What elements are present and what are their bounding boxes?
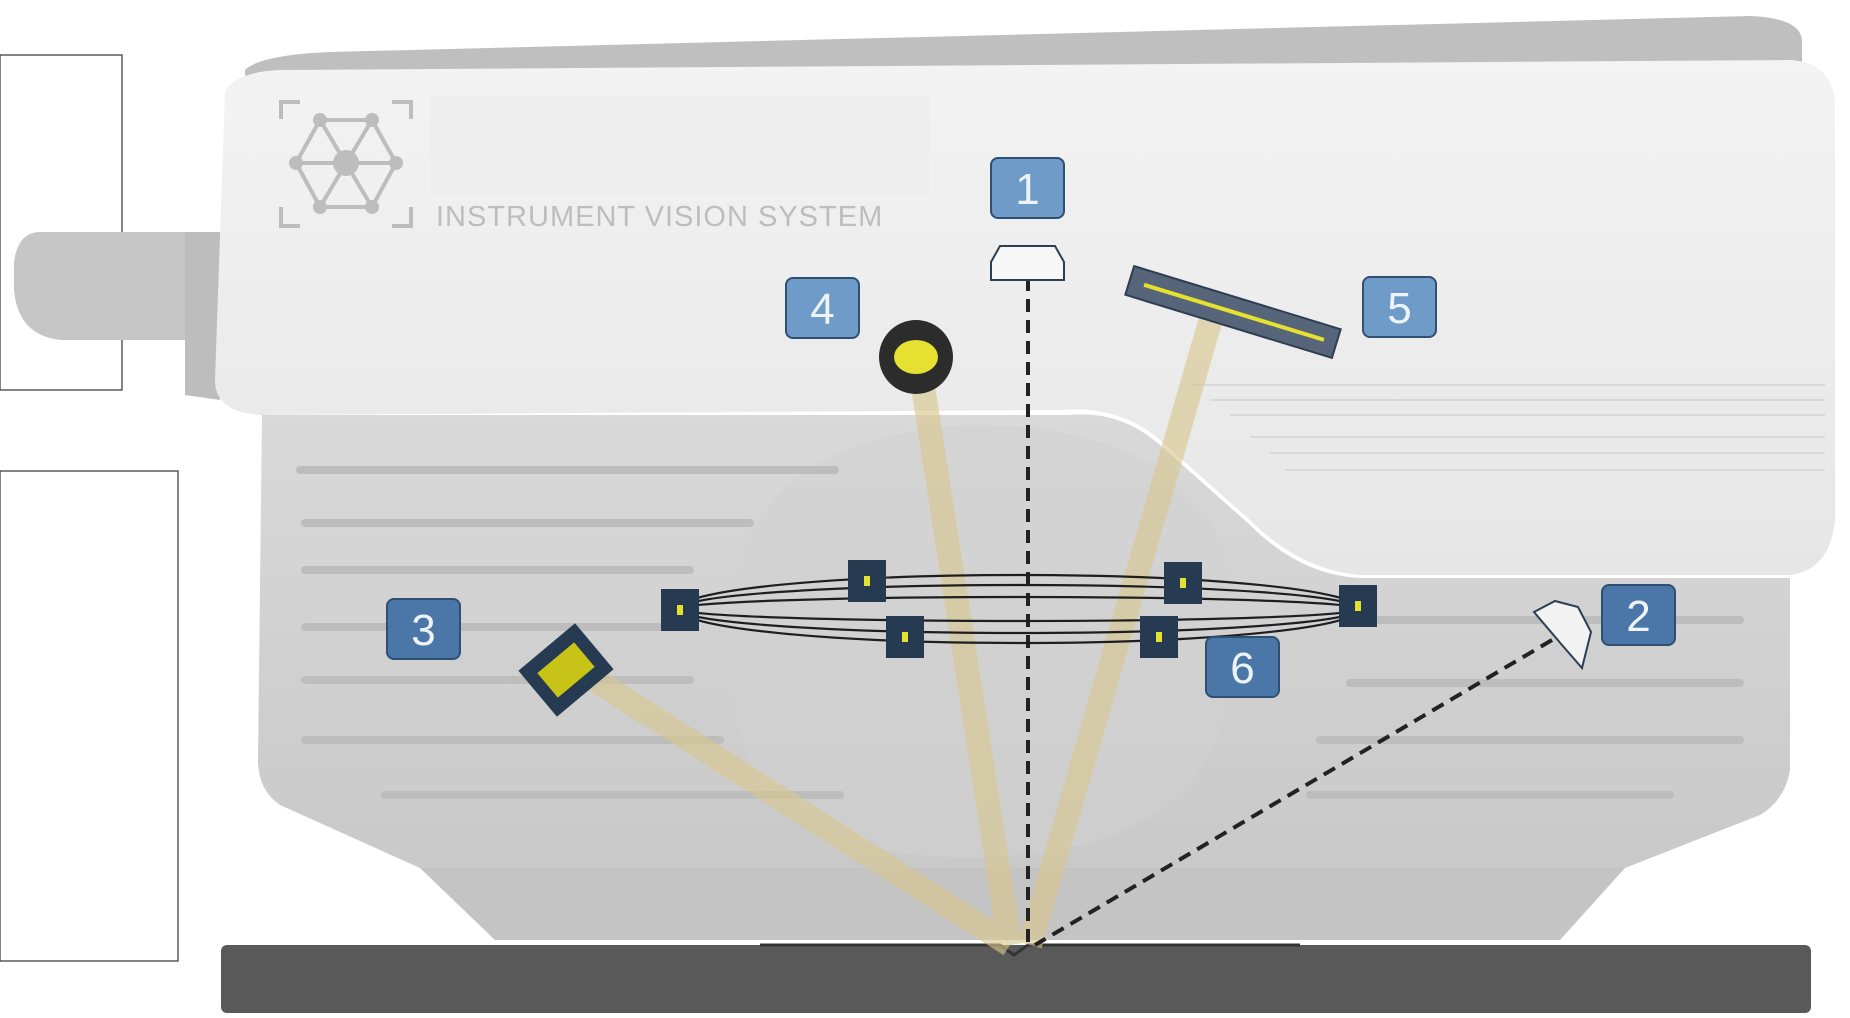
badge-4: 4	[785, 277, 860, 339]
outline-box-bottom	[0, 470, 179, 962]
camera-2-axis	[1033, 638, 1554, 947]
badge-2: 2	[1601, 584, 1676, 646]
light-beams	[588, 318, 1222, 956]
light-source-left-icon	[518, 623, 614, 717]
side-handle	[14, 232, 215, 340]
camera-top-icon	[990, 245, 1065, 281]
housing-chin	[420, 868, 1625, 940]
camera-side-icon	[1532, 599, 1593, 671]
beam-light-5	[1018, 318, 1222, 949]
badge-3-label: 3	[411, 606, 435, 655]
line-light-icon	[1124, 264, 1342, 360]
beam-light-3	[588, 669, 1017, 956]
badge-4-label: 4	[810, 285, 834, 334]
ring-light-icon	[661, 560, 1377, 658]
badge-2-label: 2	[1626, 592, 1650, 641]
badge-6-label: 6	[1230, 644, 1254, 693]
badge-6: 6	[1205, 636, 1280, 698]
badge-5: 5	[1362, 276, 1437, 338]
hexagon-network-icon	[279, 100, 413, 228]
ring-led	[661, 560, 1377, 658]
badge-1-label: 1	[1015, 165, 1039, 214]
brand-name: INSTRUMENT VISION SYSTEM	[436, 201, 883, 233]
badge-1: 1	[990, 157, 1065, 219]
badge-3: 3	[386, 598, 461, 660]
base-plate	[221, 945, 1811, 1013]
housing-slots	[296, 466, 1744, 799]
outline-box-top	[0, 54, 123, 391]
beam-light-4	[910, 378, 1022, 947]
badge-5-label: 5	[1387, 284, 1411, 333]
cover-ribs	[1190, 384, 1825, 471]
